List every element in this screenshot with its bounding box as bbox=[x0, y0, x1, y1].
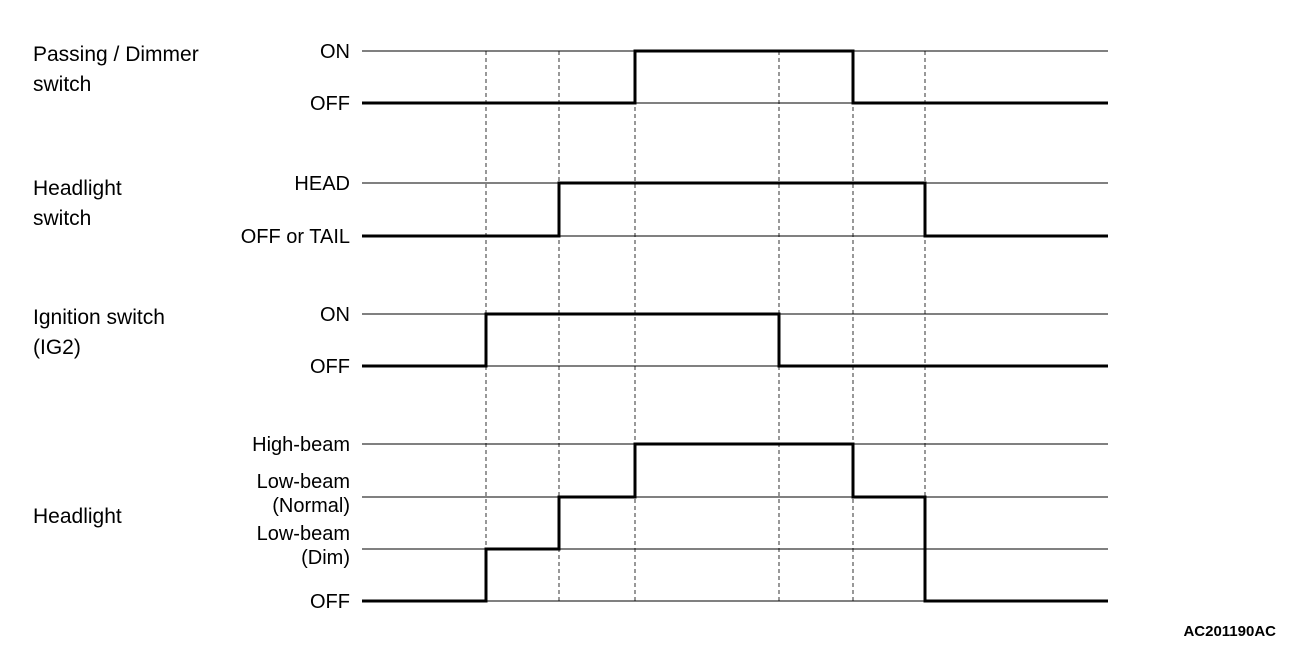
signal-name: switch bbox=[33, 207, 91, 230]
level-label: ON bbox=[320, 304, 350, 326]
waveform-headlight bbox=[362, 442, 1108, 603]
signal-row-passing-dimmer: Passing / Dimmer switch ON OFF bbox=[33, 41, 1108, 115]
signal-row-headlight-switch: Headlight switch HEAD OFF or TAIL bbox=[33, 173, 1108, 248]
level-label: OFF bbox=[310, 591, 350, 613]
level-label: OFF bbox=[310, 93, 350, 115]
level-label: HEAD bbox=[294, 173, 350, 195]
signal-name: switch bbox=[33, 73, 91, 96]
signal-row-ignition-switch: Ignition switch (IG2) ON OFF bbox=[33, 304, 1108, 378]
waveform-ignition-switch bbox=[362, 312, 1108, 368]
level-label: (Normal) bbox=[272, 495, 350, 517]
signal-name: Headlight bbox=[33, 505, 122, 528]
level-label: OFF bbox=[310, 356, 350, 378]
signal-name: Passing / Dimmer bbox=[33, 43, 199, 66]
level-label: OFF or TAIL bbox=[241, 226, 350, 248]
waveform-passing-dimmer bbox=[362, 49, 1108, 105]
level-label: Low-beam bbox=[257, 471, 350, 493]
level-label: High-beam bbox=[252, 434, 350, 456]
level-label: Low-beam bbox=[257, 523, 350, 545]
transition-guides bbox=[485, 51, 926, 601]
level-label: (Dim) bbox=[301, 547, 350, 569]
signal-name: (IG2) bbox=[33, 336, 81, 359]
reference-code: AC201190AC bbox=[1183, 623, 1276, 640]
waveform-headlight-switch bbox=[362, 181, 1108, 238]
signal-name: Headlight bbox=[33, 177, 122, 200]
signal-row-headlight: HeadlightHigh-beamLow-beam(Normal)Low-be… bbox=[33, 434, 1108, 613]
signal-name: Ignition switch bbox=[33, 306, 165, 329]
level-label: ON bbox=[320, 41, 350, 63]
signal-rows: Passing / DimmerswitchONOFFHeadlightswit… bbox=[33, 41, 1108, 613]
